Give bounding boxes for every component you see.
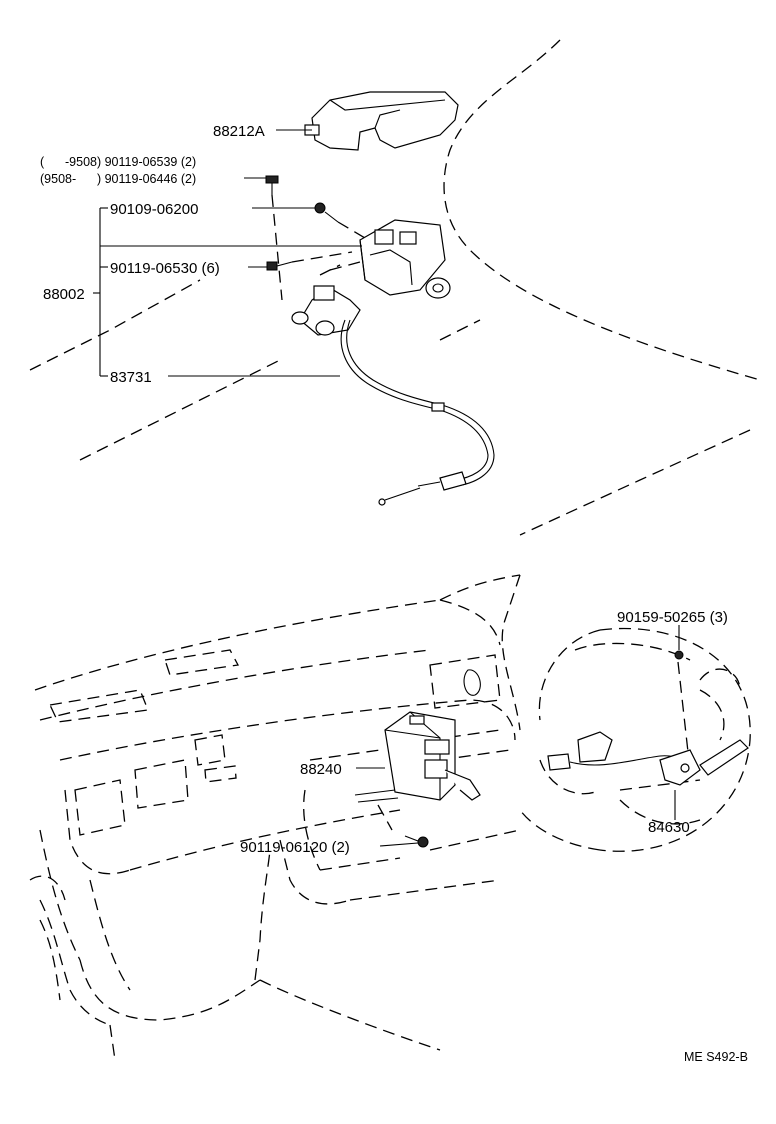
cruise-actuator [291,219,451,336]
screw-90109-label: 90109-06200 [110,201,198,218]
actuator-cover [304,91,459,151]
bolt-range2-label: (9508- ) 90119-06446 (2) [40,172,196,186]
engine-bay-outline [29,39,761,536]
bolt-6-part [266,251,353,271]
switch-label: 84630 [648,819,690,836]
cruise-computer [354,711,481,848]
actuator-cable [340,319,495,506]
bolt-range1-label: ( -9508) 90119-06539 (2) [40,155,196,169]
top-leader-lines [93,129,362,377]
screw-90159-label: 90159-50265 (3) [617,609,728,626]
dashboard-outline [29,574,521,1061]
computer-label: 88240 [300,761,342,778]
cable-label: 83731 [110,369,152,386]
cover-label: 88212A [213,123,265,140]
bolt-part [265,175,283,301]
drawing-reference: ME S492-B [684,1050,748,1064]
screw-part [314,202,366,239]
bolt-90119-2-label: 90119-06120 (2) [240,839,350,856]
steering-wheel [519,627,751,852]
bottom-leader-lines [356,625,680,847]
bolt-90119-6-label: 90119-06530 (6) [110,260,220,277]
actuator-label: 88002 [43,286,85,303]
